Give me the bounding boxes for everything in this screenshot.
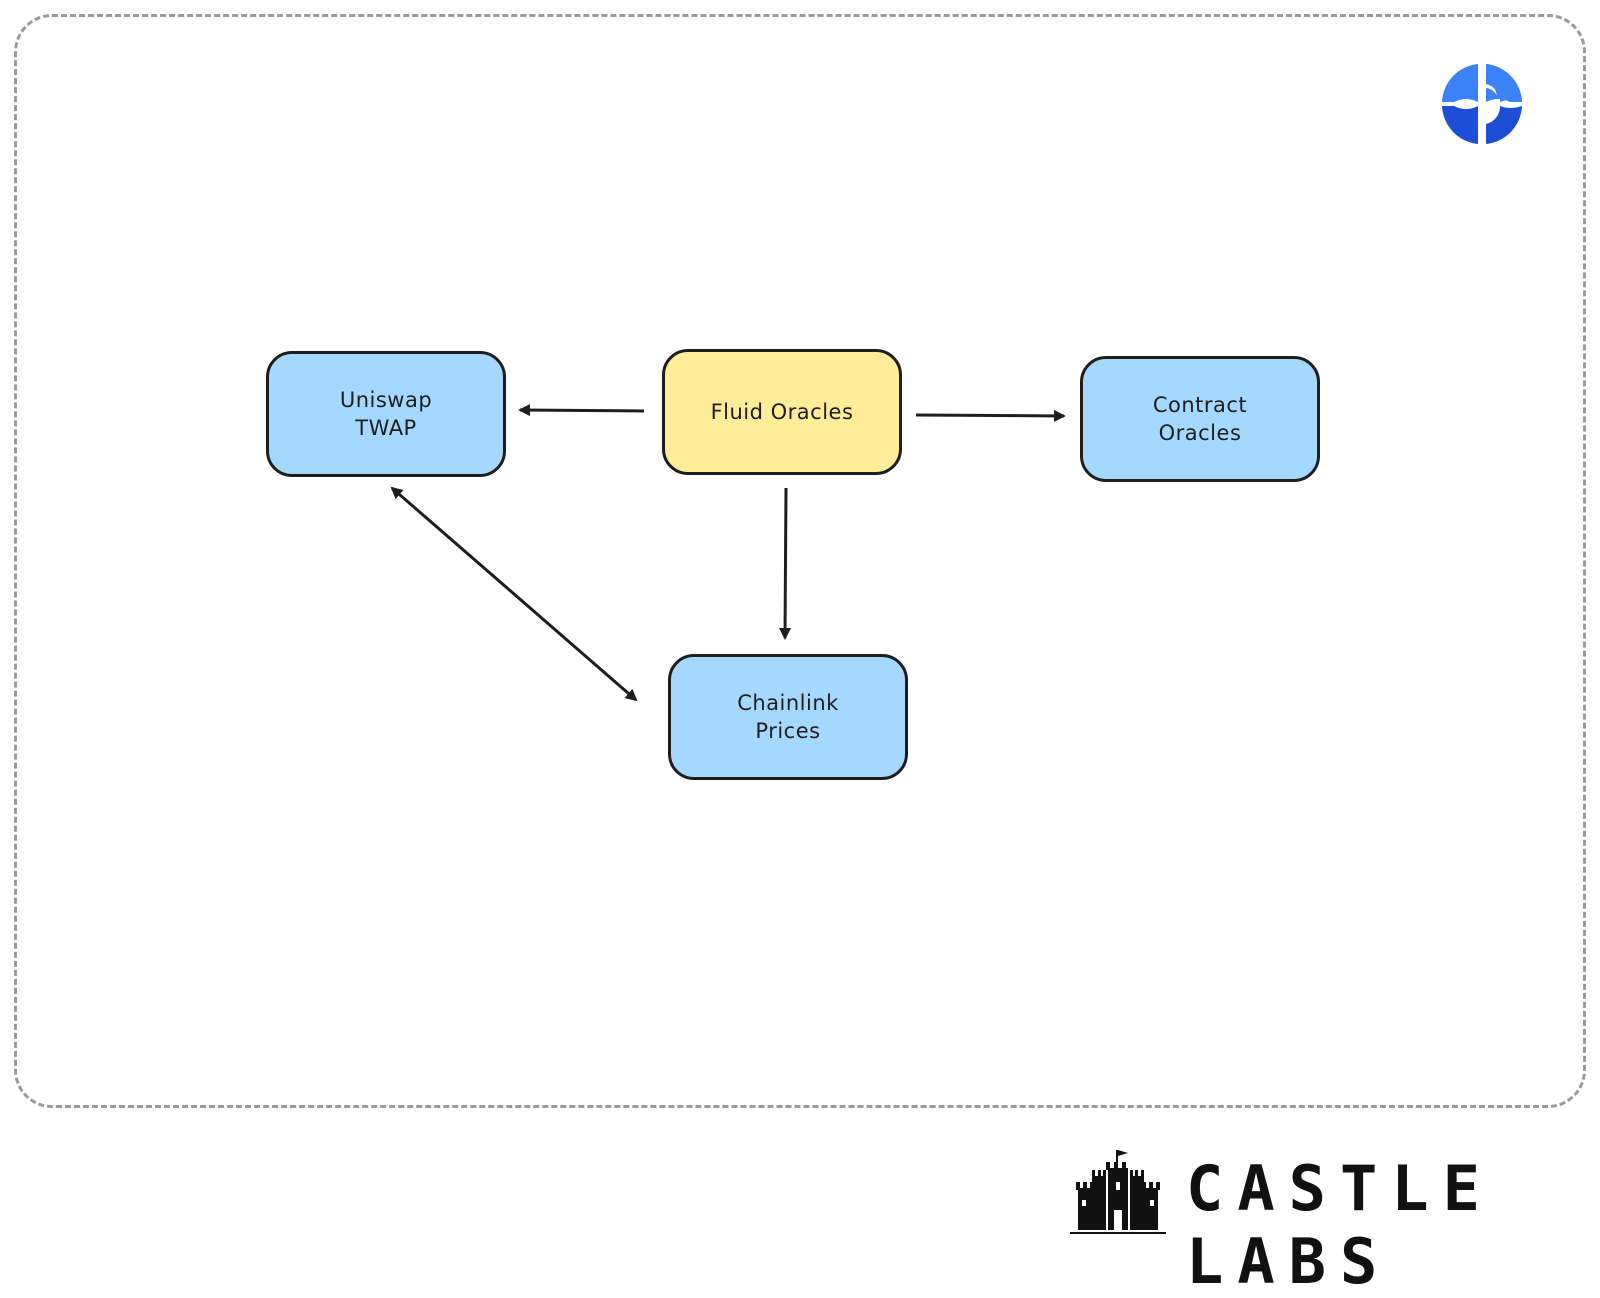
node-contract-oracles[interactable]: Contract Oracles [1080, 356, 1320, 482]
node-label: Contract [1152, 393, 1248, 417]
node-label: Chainlink [737, 691, 839, 715]
edge-fluid-to-contract [915, 409, 1066, 422]
node-label: TWAP [355, 416, 417, 440]
edge-uniswap-chainlink [390, 486, 638, 702]
brand-name: CASTLE LABS [1186, 1152, 1494, 1298]
node-label: Oracles [1158, 421, 1242, 445]
node-uniswap-twap[interactable]: Uniswap TWAP [266, 351, 506, 477]
diagram-frame [14, 14, 1586, 1108]
edge-fluid-to-chainlink [779, 487, 792, 640]
edge-fluid-to-uniswap [518, 404, 645, 417]
node-label: Prices [755, 719, 821, 743]
node-label: Fluid Oracles [710, 400, 854, 424]
diagram-edges [390, 404, 1066, 702]
fluid-logo-icon [1442, 64, 1522, 144]
node-chainlink-prices[interactable]: Chainlink Prices [668, 654, 908, 780]
node-label: Uniswap [339, 388, 433, 412]
castle-icon [1070, 1150, 1166, 1234]
node-fluid-oracles[interactable]: Fluid Oracles [662, 349, 902, 475]
